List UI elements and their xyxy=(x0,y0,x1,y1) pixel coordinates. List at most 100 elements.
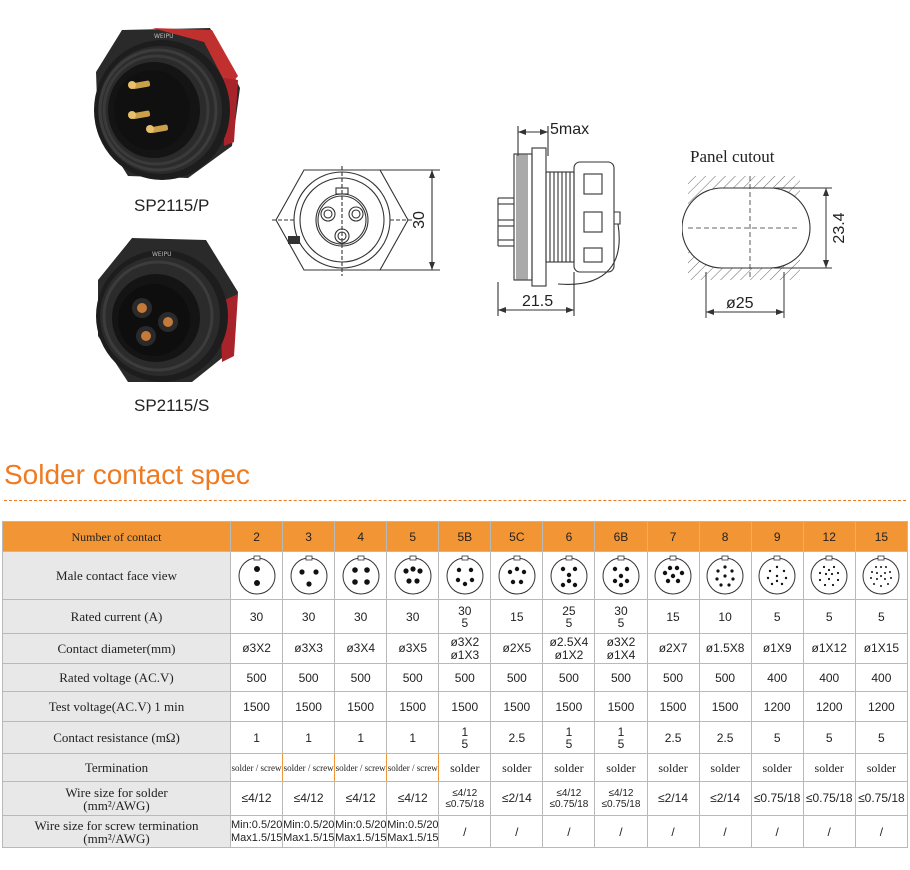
table-cell: 1200 xyxy=(750,691,804,722)
contact-pin xyxy=(819,571,822,574)
table-cell: 5 xyxy=(802,599,856,634)
section-divider xyxy=(4,500,906,501)
table-cell-text: / xyxy=(879,824,884,839)
contact-pin xyxy=(727,582,731,587)
contact-pin xyxy=(828,577,831,580)
contact-face-cell xyxy=(594,551,648,600)
table-cell-text: ø3X2 xyxy=(606,634,636,649)
table-cell-text: solder xyxy=(502,760,532,775)
table-cell-text: ø1X9 xyxy=(762,641,792,655)
table-cell-text: 400 xyxy=(767,670,788,685)
contact-pin xyxy=(730,568,734,573)
table-cell-text: ø3X2 xyxy=(242,641,271,655)
row-label-line: Wire size for screw termination xyxy=(34,817,199,833)
table-cell: ≤4/12 xyxy=(334,781,388,816)
contact-pin xyxy=(880,565,883,568)
contact-pin xyxy=(351,578,358,585)
table-cell: 1500 xyxy=(594,691,648,722)
side-top-dim-label: 5max xyxy=(550,121,589,138)
table-cell-text: ø1X3 xyxy=(450,647,480,662)
table-cell-text: ø3X2 xyxy=(450,634,480,649)
table-cell-text: 5 xyxy=(409,529,417,544)
table-cell-text: Max1.5/15 xyxy=(231,831,283,844)
table-cell: 6B xyxy=(594,521,648,552)
table-cell: 1 xyxy=(229,721,284,754)
contact-face-cell xyxy=(334,551,388,600)
table-cell: ≤2/14 xyxy=(698,781,752,816)
table-cell-text: 5 xyxy=(565,615,573,630)
table-cell: 15 xyxy=(490,599,544,634)
table-cell: ø3X3 xyxy=(282,633,336,664)
svg-text:WEIPU: WEIPU xyxy=(154,33,174,40)
contact-pin xyxy=(560,566,566,571)
socket-photo: WEIPU xyxy=(96,238,238,382)
contact-pin xyxy=(775,574,779,577)
front-view-drawing: 30 xyxy=(272,166,440,276)
contact-pin xyxy=(823,565,826,568)
table-cell: 1500 xyxy=(646,691,700,722)
row-label: Wire size for solder(mm²/AWG) xyxy=(2,781,231,816)
contact-pin xyxy=(831,572,834,575)
table-cell-text: 500 xyxy=(298,670,319,685)
cutout-height-label: 23.4 xyxy=(831,212,848,243)
table-cell: ≤0.75/18 xyxy=(802,781,856,816)
table-cell-text: 1500 xyxy=(243,699,270,714)
contact-face-icon xyxy=(394,555,432,594)
table-cell-text: ≤4/12 xyxy=(452,787,478,799)
table-cell: 12 xyxy=(802,521,856,552)
contact-pin xyxy=(351,566,358,573)
table-cell-text: 500 xyxy=(454,670,475,685)
table-cell: 400 xyxy=(854,663,909,692)
table-cell-text: ≤0.75/18 xyxy=(601,798,641,810)
contact-face-cell xyxy=(282,551,336,600)
table-cell-text: / xyxy=(827,824,831,839)
table-cell-text: 5 xyxy=(878,730,885,745)
table-cell-text: ø2X7 xyxy=(658,641,688,655)
contact-pin xyxy=(675,578,681,583)
table-cell-text: 6 xyxy=(565,529,573,544)
table-cell: 2.5 xyxy=(490,721,544,754)
contact-pin xyxy=(572,566,578,571)
contact-pin xyxy=(566,572,572,577)
table-cell-text: 1500 xyxy=(399,699,427,714)
contact-face-icon xyxy=(446,555,484,594)
contact-face-icon xyxy=(706,555,744,594)
side-bottom-dim-label: 21.5 xyxy=(522,293,553,310)
table-cell: 4 xyxy=(334,521,388,552)
table-cell-text: 30 xyxy=(301,609,316,624)
table-cell: 1500 xyxy=(542,691,596,722)
contact-pin xyxy=(662,570,668,575)
table-cell-text: ø1X2 xyxy=(554,647,584,662)
contact-pin xyxy=(507,569,513,574)
table-cell-text: 1 xyxy=(617,724,625,739)
table-cell-text: 500 xyxy=(558,670,579,685)
cutout-diameter-label: ø25 xyxy=(726,295,754,312)
table-cell: 400 xyxy=(802,663,856,692)
contact-pin xyxy=(780,582,784,585)
table-cell-text: ø3X4 xyxy=(346,641,375,655)
svg-text:WEIPU: WEIPU xyxy=(152,251,172,258)
contact-pin xyxy=(674,565,680,570)
table-cell: 1 xyxy=(386,721,440,754)
table-row: Wire size for solder(mm²/AWG) ≤4/12 ≤4/12 ≤… xyxy=(2,781,909,816)
table-cell-text: Max1.5/15 xyxy=(283,831,335,844)
contact-pin xyxy=(468,567,473,572)
table-cell: 1200 xyxy=(854,691,909,722)
contact-face-cell xyxy=(698,551,752,600)
table-cell: ø2X7 xyxy=(646,633,700,664)
contact-pin xyxy=(837,578,840,581)
table-cell: 5 xyxy=(854,721,909,754)
table-cell-text: 1 xyxy=(461,724,469,739)
table-cell: ø3X5 xyxy=(386,633,440,664)
contact-pin xyxy=(670,573,676,578)
table-cell-text: solder / screw xyxy=(335,762,386,773)
table-cell-text: 9 xyxy=(773,529,781,544)
table-cell-text: ≤4/12 xyxy=(345,791,376,805)
